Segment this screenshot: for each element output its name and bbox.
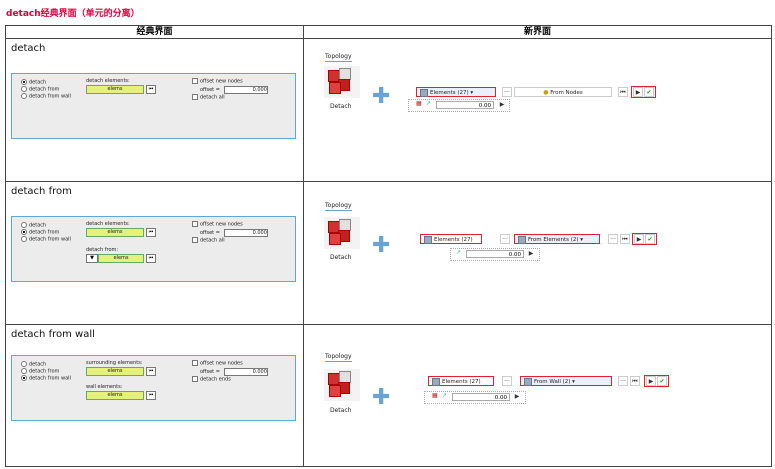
radio-detach[interactable]: detach	[21, 222, 46, 229]
elements-button[interactable]: Elements (27)	[428, 376, 494, 386]
document-title: detach经典界面（单元的分离）	[6, 9, 140, 19]
elements-icon	[432, 377, 440, 386]
radio-detach-from[interactable]: detach from	[21, 86, 59, 93]
detach-all-checkbox[interactable]: detach all	[192, 237, 225, 244]
plus-icon: ✚	[372, 233, 391, 258]
offset-new-nodes-checkbox[interactable]: offset new nodes	[192, 78, 243, 85]
radio-detach-from[interactable]: detach from	[21, 229, 59, 236]
more-button[interactable]: ···	[618, 376, 628, 386]
reset-icon[interactable]: ⏮	[618, 87, 628, 97]
classic-panel: detach detach from detach from wall deta…	[11, 216, 296, 282]
elements-button[interactable]: Elements (27)	[420, 234, 482, 244]
elems-selector-wall[interactable]: elems	[86, 391, 144, 400]
reset-icon[interactable]: ⏮	[620, 234, 630, 244]
play-icon[interactable]: ▶	[634, 234, 644, 244]
elems-selector-from[interactable]: elems	[98, 254, 144, 263]
elements-icon	[518, 235, 526, 244]
radio-detach-from-wall[interactable]: detach from wall	[21, 93, 71, 100]
offset-new-nodes-checkbox[interactable]: offset new nodes	[192, 360, 243, 367]
classic-panel: detach detach from detach from wall deta…	[11, 73, 296, 139]
value-input[interactable]: 0.00	[436, 101, 494, 109]
more-button[interactable]: ···	[502, 376, 512, 386]
reset-icon[interactable]: ⏮	[146, 228, 156, 237]
elements-icon	[524, 377, 532, 386]
plus-icon: ✚	[372, 84, 391, 109]
elems-selector[interactable]: elems	[86, 85, 144, 94]
detach-icon[interactable]	[324, 369, 360, 401]
detach-label: Detach	[330, 407, 352, 414]
detach-all-checkbox[interactable]: detach all	[192, 94, 225, 101]
plus-icon: ✚	[372, 385, 391, 410]
section-title: detach from	[11, 186, 72, 197]
comparison-table: 经典界面 新界面 detach detach detach from detac…	[5, 25, 772, 467]
detach-label: Detach	[330, 254, 352, 261]
section-title: detach from wall	[11, 329, 95, 340]
topology-tab[interactable]: Topology	[325, 53, 352, 62]
action-group	[632, 233, 657, 245]
classic-header: 经典界面	[5, 25, 304, 39]
reset-icon[interactable]: ⏮	[146, 254, 156, 263]
options-bar	[450, 248, 540, 261]
topology-tab[interactable]: Topology	[325, 202, 352, 211]
from-label: wall elements:	[86, 384, 123, 390]
more-button[interactable]: ···	[502, 87, 512, 97]
detach-icon[interactable]	[324, 66, 360, 98]
grid-icon[interactable]: ▦	[416, 100, 422, 107]
topology-tab[interactable]: Topology	[325, 353, 352, 362]
offset-icon: ↗	[442, 392, 448, 399]
play-icon[interactable]: ▶	[514, 393, 520, 400]
apply-check-icon[interactable]: ✔	[645, 234, 655, 244]
elements-icon	[420, 88, 428, 97]
grid-icon[interactable]: ▦	[432, 392, 438, 399]
from-elements-button[interactable]: From Elements (2) ▾	[514, 234, 600, 244]
elems-selector[interactable]: elems	[86, 367, 144, 376]
offset-new-nodes-checkbox[interactable]: offset new nodes	[192, 221, 243, 228]
more-button[interactable]: ···	[500, 234, 510, 244]
offset-icon: ↗	[456, 249, 462, 256]
from-label: detach from:	[86, 247, 119, 253]
options-bar	[408, 99, 510, 112]
section-title: detach	[11, 43, 46, 54]
elements-icon	[424, 235, 432, 244]
radio-detach-from-wall[interactable]: detach from wall	[21, 375, 71, 382]
radio-detach-from-wall[interactable]: detach from wall	[21, 236, 71, 243]
offset-field[interactable]: offset =0.000	[200, 86, 268, 94]
apply-check-icon[interactable]: ✔	[644, 87, 654, 97]
radio-detach[interactable]: detach	[21, 361, 46, 368]
classic-panel: detach detach from detach from wall surr…	[11, 355, 296, 421]
elements-label: detach elements:	[86, 78, 130, 84]
play-icon[interactable]: ▶	[646, 376, 656, 386]
offset-field[interactable]: offset =0.000	[200, 229, 268, 237]
reset-icon[interactable]: ⏮	[146, 85, 156, 94]
elems-selector[interactable]: elems	[86, 228, 144, 237]
play-icon[interactable]: ▶	[528, 250, 534, 257]
detach-label: Detach	[330, 103, 352, 110]
value-input[interactable]: 0.00	[466, 250, 524, 258]
dropdown-arrow-icon[interactable]: ▼	[86, 254, 98, 263]
action-group	[631, 86, 656, 98]
offset-field[interactable]: offset =0.000	[200, 368, 268, 376]
detach-ends-checkbox[interactable]: detach ends	[192, 376, 231, 383]
options-bar	[424, 391, 526, 404]
reset-icon[interactable]: ⏮	[146, 391, 156, 400]
elements-label: detach elements:	[86, 221, 130, 227]
elements-button[interactable]: Elements (27) ▾	[416, 87, 496, 97]
offset-icon: ↗	[426, 100, 432, 107]
detach-icon[interactable]	[324, 217, 360, 249]
reset-icon[interactable]: ⏮	[630, 376, 640, 386]
elements-label: surrounding elements:	[86, 360, 143, 366]
play-icon[interactable]: ▶	[633, 87, 643, 97]
from-wall-button[interactable]: From Wall (2) ▾	[520, 376, 612, 386]
from-nodes-button[interactable]: ● From Nodes	[514, 87, 612, 97]
radio-detach-from[interactable]: detach from	[21, 368, 59, 375]
reset-icon[interactable]: ⏮	[146, 367, 156, 376]
radio-detach[interactable]: detach	[21, 79, 46, 86]
value-input[interactable]: 0.00	[452, 393, 510, 401]
play-icon[interactable]: ▶	[499, 101, 505, 108]
more-button[interactable]: ···	[608, 234, 618, 244]
new-header: 新界面	[303, 25, 772, 39]
action-group	[644, 375, 669, 387]
apply-check-icon[interactable]: ✔	[657, 376, 667, 386]
node-icon: ●	[543, 89, 549, 96]
